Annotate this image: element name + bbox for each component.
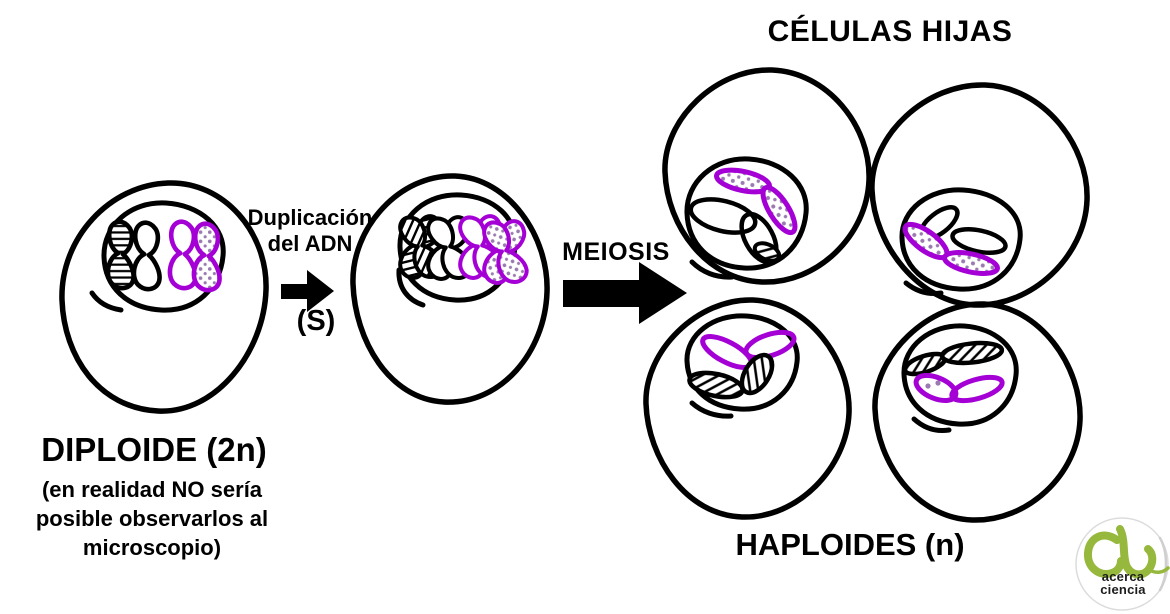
cell-membrane [350,173,550,405]
chromosome-outline-purple [170,222,196,288]
logo-a-glyph [1084,531,1125,578]
diploid-note-line1: (en realidad NO sería [41,477,263,502]
chromosome-loop-purple [949,374,1005,404]
meiosis-arrow-icon [563,262,687,324]
nucleus-pen-tail [689,400,734,419]
daughter-cell-top-right [869,82,1090,308]
logo-text-line1: acerca [1101,569,1145,584]
diploid-note-line3: microscopio) [82,535,222,560]
chromosome-hatched-black [939,340,1005,366]
nucleus-pen-tail [689,259,735,280]
diploid-note-line2: posible observarlos al [35,506,269,531]
haploid-title: HAPLOIDES (n) [735,527,965,562]
nucleus-membrane [684,156,809,271]
logo-text-line2: ciencia [1100,581,1146,597]
chromosome-stippled-purple [760,184,798,236]
logo-wordmark: acerca ciencia [1100,569,1146,597]
chromosome-hatched-black [108,222,134,288]
logo-a-glyph-tail [1146,566,1170,574]
duplication-label-line1: Duplicación [247,205,373,230]
cell-membrane [662,67,872,285]
parent-cell-diploid [59,180,269,414]
duplication-label-line2: del ADN [267,231,353,256]
nucleus-pen-tail [903,280,944,296]
diploid-title: DIPLOIDE (2n) [41,431,267,468]
meiosis-label: MEIOSIS [562,238,670,266]
daughter-cell-top-left [662,67,872,285]
chromosome-stippled-purple [942,250,1000,276]
nucleus-pen-tail [911,416,952,433]
stipple-dot [935,380,941,386]
nucleus-membrane [901,323,1019,427]
logo-a-glyph [1116,525,1157,579]
chromosome-loop-purple [913,372,959,404]
logo-circle-shading [1158,536,1168,592]
chromosome-stippled-purple [194,224,220,290]
daughter-cell-bottom-right [872,301,1083,523]
nucleus-pen-tail [89,290,124,313]
chromosome-hatched-tip-black [752,241,782,263]
cell-membrane [59,180,269,414]
nucleus-membrane [899,187,1023,292]
chromosome-loop-black [688,197,758,235]
chromosome-loop-purple [743,329,797,361]
s-phase-label: (S) [296,305,336,337]
duplication-arrow-icon [281,270,334,312]
intermediate-cell-duplicated [350,173,550,405]
chromosome-hatched-black [687,370,745,400]
chromosome-loop-black [950,227,1008,255]
daughter-cell-bottom-left [643,297,852,520]
daughter-cells-title: CÉLULAS HIJAS [767,15,1013,48]
chromosome-outline-black [134,223,160,289]
acercaciencia-logo [1075,517,1170,611]
stipple-dot [925,383,931,389]
chromosome-hatched-black [739,352,775,396]
diploid-note: (en realidad NO sería posible observarlo… [36,475,268,562]
cell-membrane [643,297,852,520]
cell-membrane [872,301,1083,523]
duplication-arrow-label: Duplicación del ADN [248,205,373,257]
nucleus-pen-tail [396,267,426,308]
